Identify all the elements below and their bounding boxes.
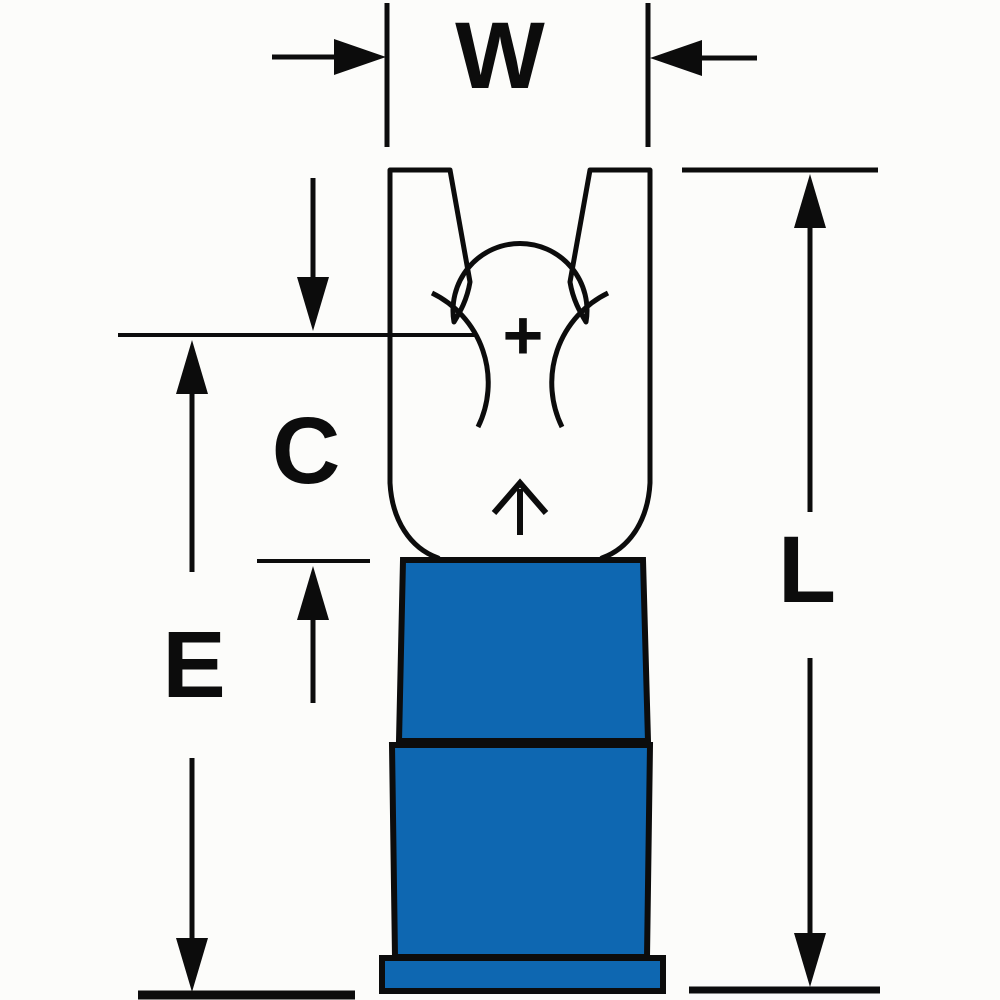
w-label: W	[455, 3, 545, 109]
insulation-barrel	[379, 557, 666, 994]
barrel-upper-sleeve	[395, 557, 652, 744]
insert-direction-arrow	[491, 478, 549, 535]
e-label: E	[162, 612, 225, 718]
terminal-body-outline	[387, 167, 653, 562]
l-arrowhead-bottom	[794, 933, 826, 987]
barrel-lower-sleeve	[388, 742, 654, 960]
w-arrowhead-right	[650, 40, 702, 76]
l-label: L	[778, 517, 836, 623]
dimension-w: W	[272, 3, 757, 147]
dimension-e: E	[162, 340, 226, 992]
e-arrowhead-top	[176, 340, 208, 394]
c-arrowhead-top	[297, 277, 329, 331]
e-arrowhead-bottom	[176, 938, 208, 992]
terminal-body: +	[387, 167, 653, 562]
c-arrowhead-bottom	[297, 566, 329, 620]
c-label: C	[272, 398, 341, 504]
dimension-l: L	[682, 167, 878, 987]
w-arrowhead-left	[334, 39, 386, 75]
hole-center-mark: +	[503, 296, 544, 374]
spring-arc-right	[549, 290, 610, 429]
insert-arrow-chevron	[491, 478, 549, 515]
barrel-flange	[379, 955, 666, 994]
dimension-c: C	[257, 178, 370, 703]
spring-arc-left	[430, 290, 491, 429]
l-arrowhead-top	[794, 174, 826, 228]
